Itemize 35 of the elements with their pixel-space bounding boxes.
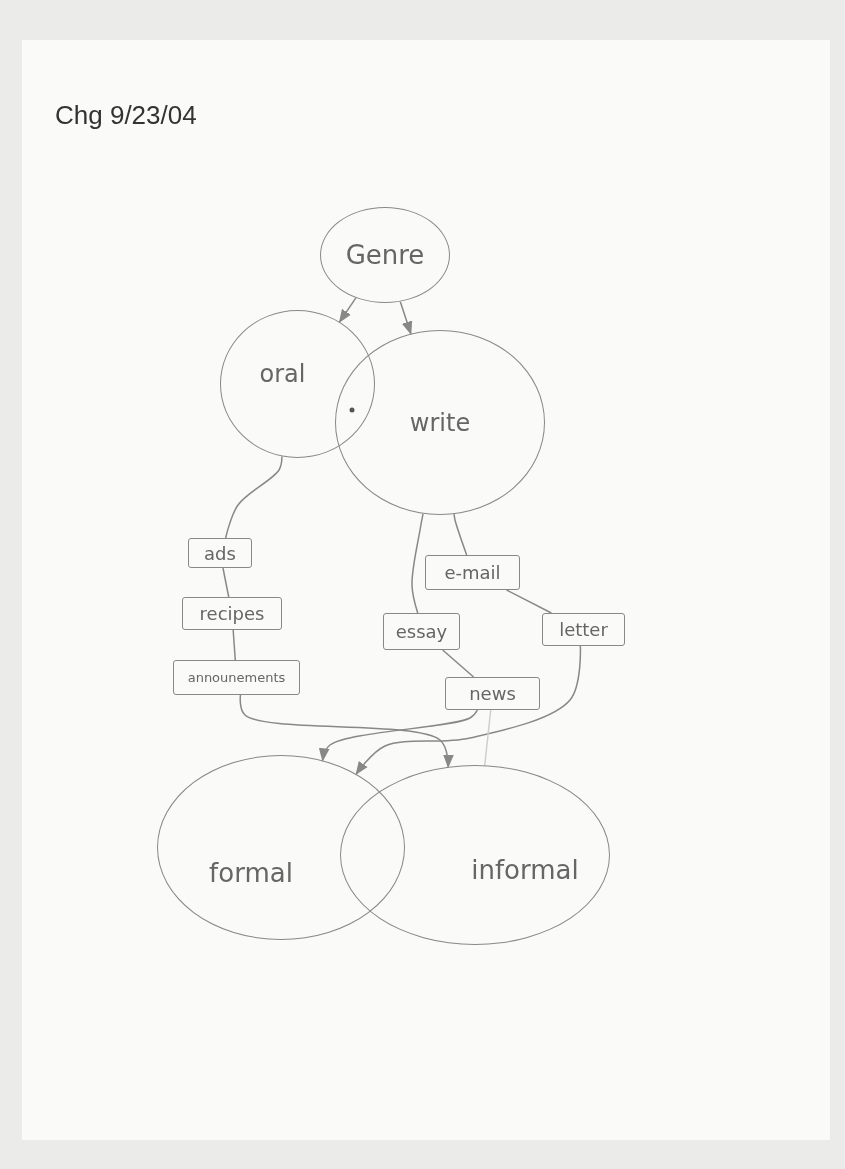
- connector-line: [222, 567, 230, 598]
- connector-line: [441, 649, 475, 678]
- node-label: formal: [209, 857, 293, 888]
- node-label: oral: [259, 360, 306, 388]
- node-label: Genre: [345, 240, 425, 270]
- connector-line: [224, 455, 283, 539]
- date-note: Chg 9/23/04: [55, 100, 197, 131]
- genre-box: [445, 677, 540, 710]
- connector-line: [505, 589, 553, 614]
- node-label: write: [409, 408, 471, 437]
- node-label: announements: [187, 670, 286, 685]
- connector-line: [338, 297, 357, 323]
- node-label: letter: [559, 619, 608, 640]
- connector-line: [355, 645, 582, 776]
- node-label: essay: [395, 621, 448, 642]
- node-label: e-mail: [444, 562, 501, 583]
- category-circle: [335, 330, 545, 515]
- genre-box: [383, 613, 460, 650]
- genre-box: [188, 538, 252, 568]
- genre-box: [425, 555, 520, 590]
- connector-line: [411, 513, 424, 614]
- node-label: ads: [204, 542, 236, 564]
- connector-line: [484, 709, 492, 766]
- node-label: news: [469, 683, 516, 704]
- connector-line: [319, 709, 479, 762]
- connector-line: [399, 300, 413, 335]
- genre-box: [173, 660, 300, 695]
- connector-line: [453, 513, 468, 556]
- category-circle: [157, 755, 405, 940]
- connector-line: [239, 694, 454, 769]
- connector-line: [232, 629, 236, 661]
- node-label: informal: [471, 855, 579, 885]
- node-label: recipes: [199, 603, 265, 624]
- genre-box: [542, 613, 625, 646]
- genre-box: [182, 597, 282, 630]
